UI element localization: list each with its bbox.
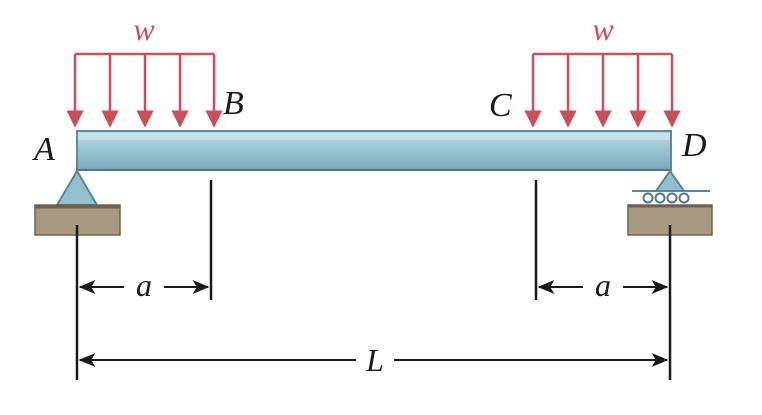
roller-support-right — [627, 169, 713, 236]
distributed-load-right — [524, 52, 681, 128]
dimension-label-a-left: a — [136, 267, 152, 303]
point-label-a: A — [32, 131, 55, 168]
dimension-label-l: L — [365, 342, 384, 378]
point-label-d: D — [681, 127, 707, 164]
distributed-load-left — [66, 52, 223, 128]
extension-lines — [75, 180, 672, 380]
point-label-b: B — [223, 85, 244, 122]
dimension-label-a-right: a — [595, 267, 611, 303]
point-label-c: C — [489, 87, 512, 124]
load-label-right: w — [592, 11, 614, 47]
load-label-left: w — [133, 11, 155, 47]
beam — [76, 130, 672, 171]
